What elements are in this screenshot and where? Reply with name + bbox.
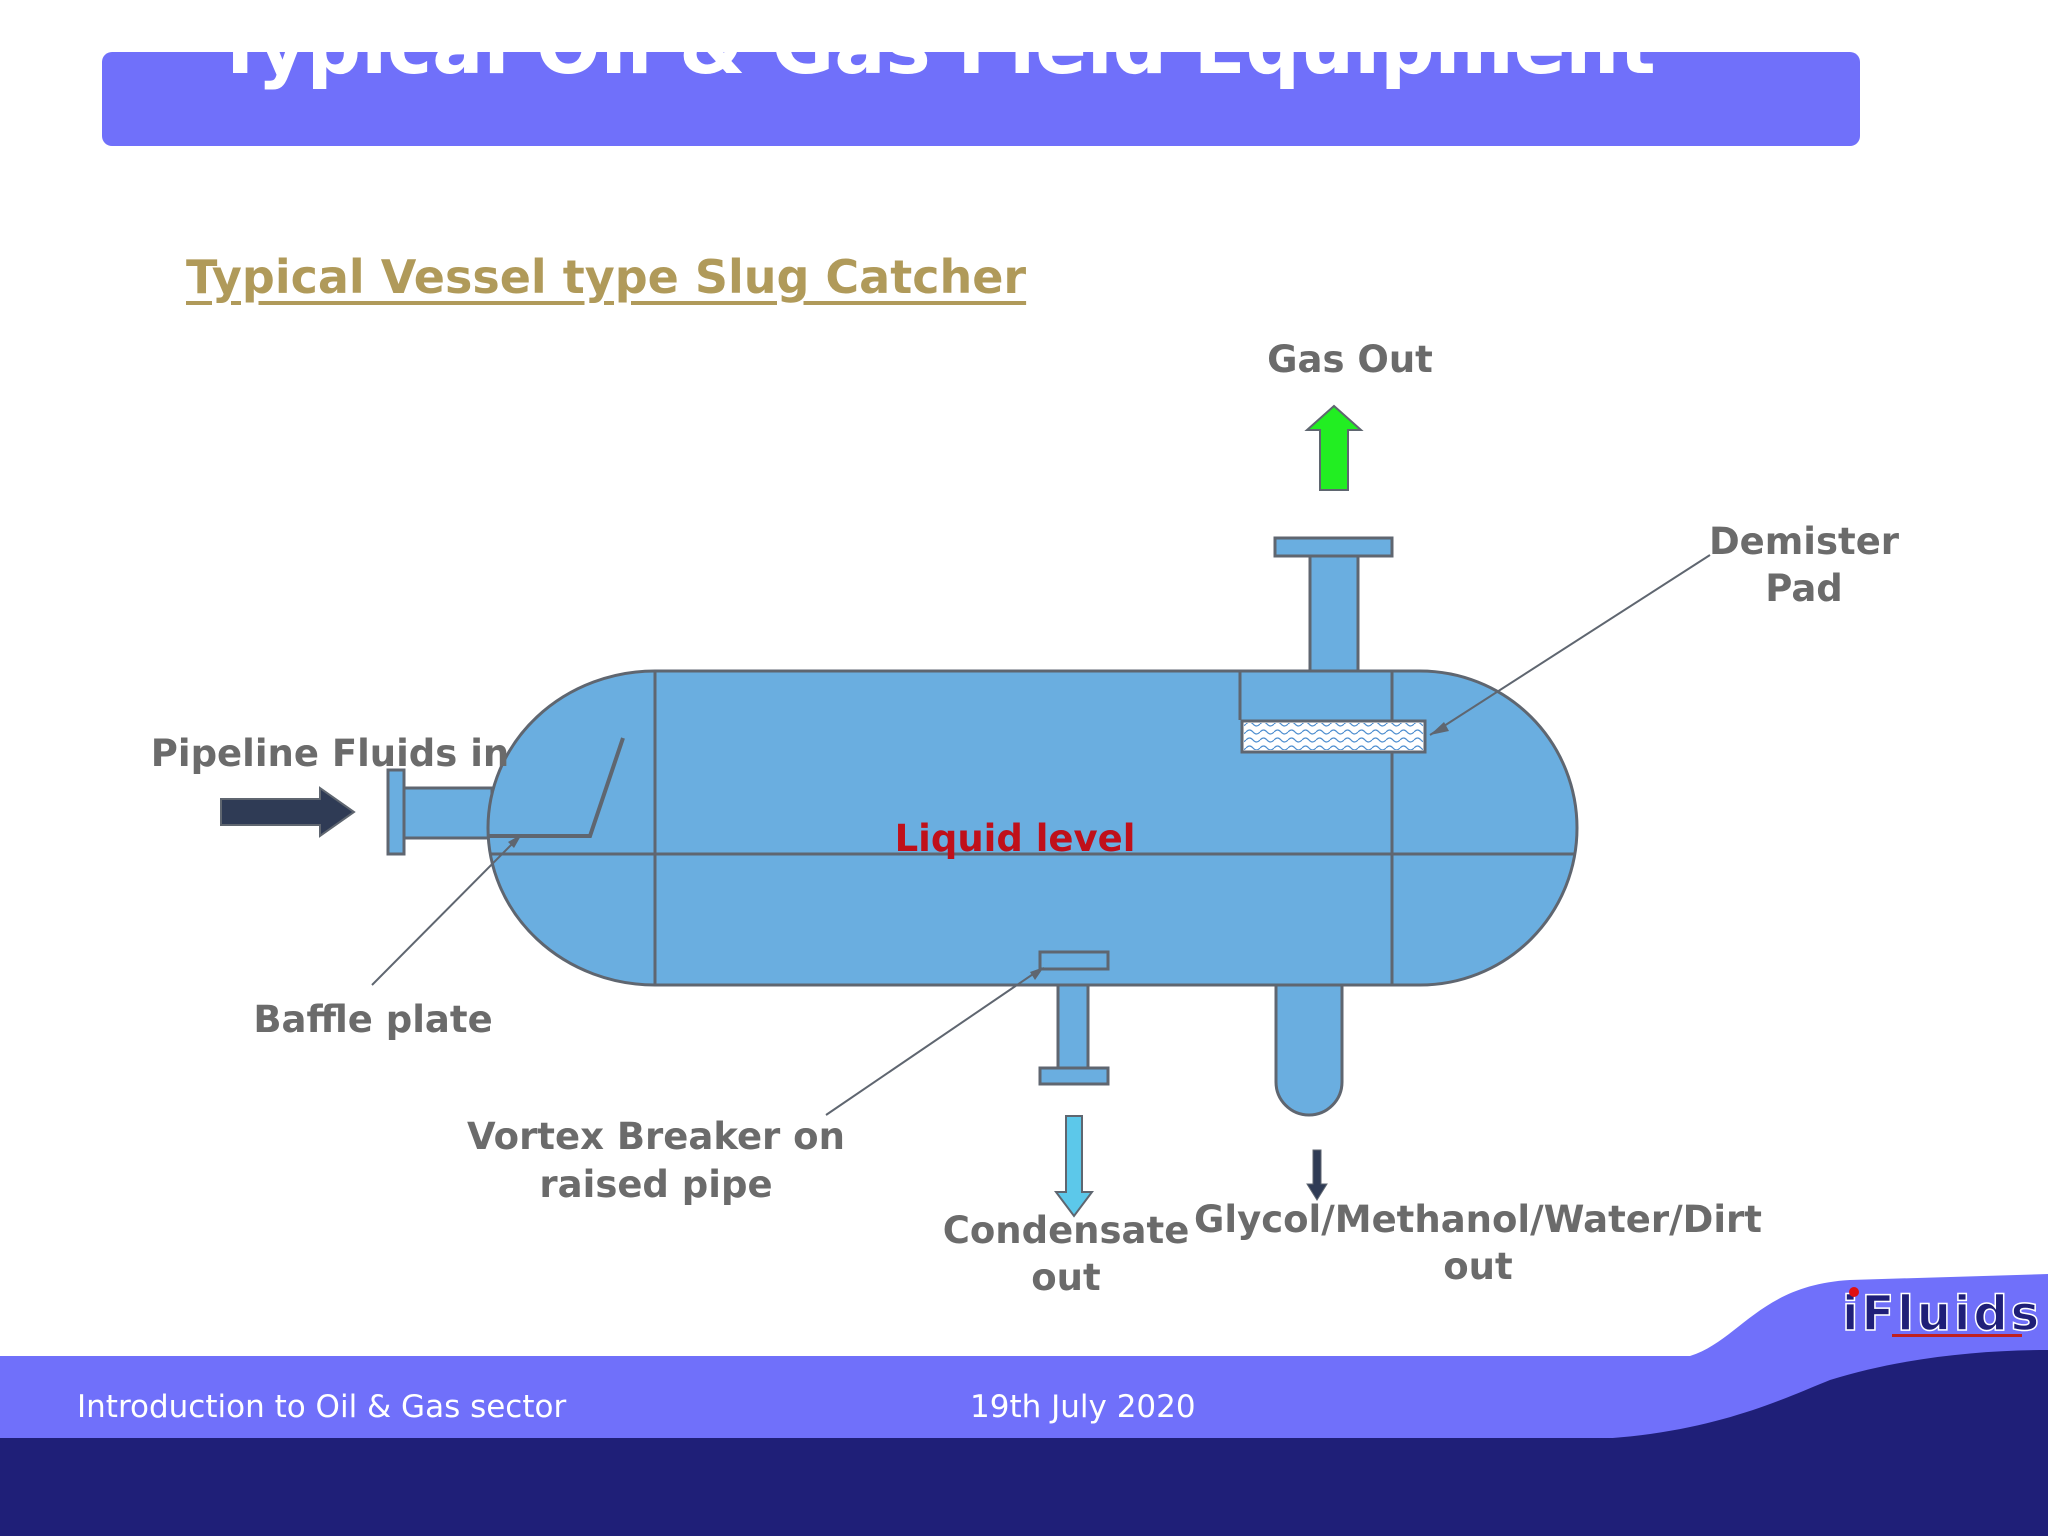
glycol-out-arrow [1306,1149,1328,1201]
footer-band-dark [0,1438,2048,1536]
leader-lines [371,554,1711,1116]
leader-arrowheads [508,722,1449,980]
gas-out-label: Gas Out [1267,338,1433,381]
baffle-plate-label: Baffle plate [253,998,492,1041]
slide-title: Typical Oil & Gas Field Equipment [214,2,1656,91]
gas-out-arrow [1304,404,1364,491]
logo-dot [1849,1287,1859,1297]
vortex-breaker-label-line2: raised pipe [539,1163,772,1206]
glycol-label-line2: out [1443,1245,1512,1288]
ifluids-logo: iFluids [1841,1285,2042,1343]
baffle-plate [488,737,625,838]
boot-leg [1274,978,1344,1117]
condensate-label-line2: out [1031,1256,1100,1299]
logo-tagline-mark [1892,1334,2022,1337]
title-bar [102,52,1860,146]
liquid-level-label: Liquid level [895,817,1136,860]
inlet-arrow [220,786,356,838]
diagram-subtitle: Typical Vessel type Slug Catcher [186,250,1027,304]
footer-date: 19th July 2020 [970,1389,1196,1425]
vortex-breaker-plate [1038,950,1110,971]
gas-outlet-nozzle [1273,536,1394,676]
condensate-label-line1: Condensate [943,1209,1190,1252]
inlet-nozzle [386,768,494,856]
svg-text:iFluids: iFluids [1842,1286,2042,1342]
footer-course-title: Introduction to Oil & Gas sector [77,1389,566,1425]
condensate-out-arrow [1054,1115,1094,1218]
vortex-breaker-label-line1: Vortex Breaker on [467,1115,845,1158]
demister-label-line2: Pad [1765,567,1843,610]
demister-mesh [1244,723,1423,750]
glycol-label-line1: Glycol/Methanol/Water/Dirt [1194,1198,1762,1241]
footer-wave-dark [1560,1350,2048,1440]
demister-label-line1: Demister [1709,520,1900,563]
pipeline-fluids-in-label: Pipeline Fluids in [151,732,509,775]
